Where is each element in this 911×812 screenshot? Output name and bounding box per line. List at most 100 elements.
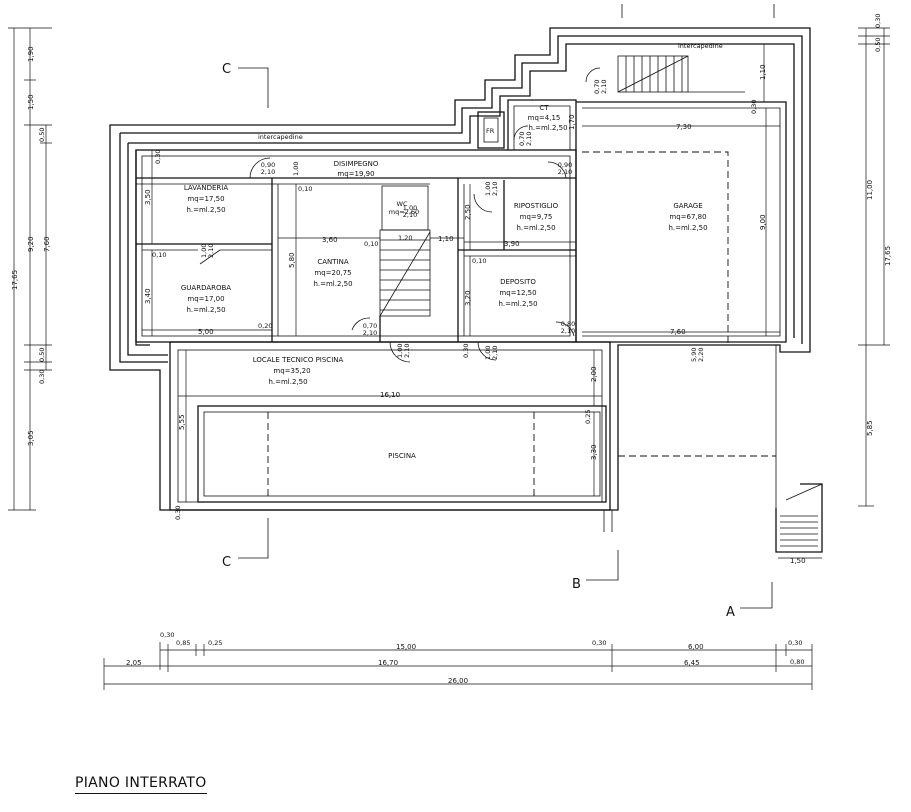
section-c-bottom: C xyxy=(222,555,231,570)
upper-stair xyxy=(617,55,745,93)
dim-label: 0,30 xyxy=(462,344,470,358)
dim-label: 2,00 xyxy=(590,366,598,382)
dim-label: 0,30 xyxy=(174,506,182,520)
dim-label: 3,90 xyxy=(504,240,520,248)
dim-label: 5,80 xyxy=(288,252,296,268)
dim-label: 3,05 xyxy=(27,430,35,446)
deposito-name: DEPOSITO xyxy=(500,278,536,286)
dim-label: 0,30 xyxy=(750,100,758,114)
dim-label: 1,20 xyxy=(398,234,412,242)
cantina-name: CANTINA xyxy=(317,258,348,266)
dim-label: 5,85 xyxy=(866,420,874,436)
door-label-w: 0,70 xyxy=(518,132,526,146)
ripostiglio-area: mq=9,75 xyxy=(520,213,553,221)
dim-label: 0,10 xyxy=(298,185,312,193)
dim-label: 0,50 xyxy=(38,128,46,142)
ct-name: CT xyxy=(539,104,549,112)
garage-area: mq=67,80 xyxy=(669,213,706,221)
dim-label: 0,10 xyxy=(472,257,486,265)
dim-label: 3,60 xyxy=(322,236,338,244)
dim-label: 2,05 xyxy=(126,659,142,667)
door-label-w: 0,70 xyxy=(363,322,377,330)
section-c-top: C xyxy=(222,62,231,77)
dim-label: 0,30 xyxy=(160,631,174,639)
door-label-w: 0,90 xyxy=(261,161,275,169)
deposito-height: h.=ml.2,50 xyxy=(498,300,537,308)
deposito-area: mq=12,50 xyxy=(499,289,536,297)
dim-label: 6,45 xyxy=(684,659,700,667)
dim-label: 0,85 xyxy=(176,639,190,647)
dim-label: 7,60 xyxy=(670,328,686,336)
fr-label: FR xyxy=(486,127,495,135)
dim-label: 5,90 xyxy=(690,348,698,362)
section-b: B xyxy=(572,577,581,592)
dim-label: 0,30 xyxy=(38,370,46,384)
dim-label: 17,65 xyxy=(884,246,892,266)
door-label-w: 0,70 xyxy=(593,80,601,94)
dim-label: 1,50 xyxy=(790,557,806,565)
dim-label: 7,60 xyxy=(43,236,51,252)
bottom-dimensions: 0,30 0,85 0,25 15,00 0,30 6,00 0,30 2,05… xyxy=(103,631,813,690)
garage-name: GARAGE xyxy=(673,202,702,210)
cantina-height: h.=ml.2,50 xyxy=(313,280,352,288)
interior-dimensions: 3,50 0,30 0,10 3,40 5,00 0,20 3,60 5,80 … xyxy=(142,44,822,565)
dim-label: 0,30 xyxy=(592,639,606,647)
locale-tecnico-area: mq=35,20 xyxy=(273,367,310,375)
dim-label: 1,10 xyxy=(759,64,767,80)
section-a: A xyxy=(726,605,735,620)
ct-height: h.=ml.2,50 xyxy=(528,124,567,132)
dim-label: 0,80 xyxy=(790,658,804,666)
wc-area: mq=2,60 xyxy=(389,208,419,216)
dim-label: 1,00 xyxy=(292,162,300,176)
right-dimensions: 0,30 0,50 11,00 17,65 5,85 xyxy=(858,14,892,507)
ct-area: mq=4,15 xyxy=(528,114,561,122)
intercapedine-top-label: intercapedine xyxy=(678,42,723,50)
dim-label: 5,55 xyxy=(178,414,186,430)
door-label-h: 2,10 xyxy=(403,344,411,358)
dim-label: 16,70 xyxy=(378,659,398,667)
door-label-h: 2,10 xyxy=(491,182,499,196)
lavanderia-height: h.=ml.2,50 xyxy=(186,206,225,214)
dim-label: 16,10 xyxy=(380,391,400,399)
door-label-h: 2,10 xyxy=(525,132,533,146)
guardaroba-name: GUARDAROBA xyxy=(181,284,231,292)
locale-tecnico-name: LOCALE TECNICO PISCINA xyxy=(253,356,344,364)
door-swings xyxy=(199,67,601,363)
dim-label: 17,65 xyxy=(11,270,19,290)
dim-label: 0,25 xyxy=(208,639,222,647)
door-label-h: 2,10 xyxy=(561,327,575,335)
dim-label: 0,25 xyxy=(584,410,592,424)
piscina-name: PISCINA xyxy=(388,452,416,460)
lavanderia-area: mq=17,50 xyxy=(187,195,224,203)
disimpegno-area: mq=19,90 xyxy=(337,170,374,178)
guardaroba-height: h.=ml.2,50 xyxy=(186,306,225,314)
intercapedine-left-label: intercapedine xyxy=(258,133,303,141)
dim-label: 3,30 xyxy=(590,444,598,460)
dim-label: 6,00 xyxy=(688,643,704,651)
dim-label: 15,00 xyxy=(396,643,416,651)
dim-label: 0,20 xyxy=(258,322,272,330)
left-dimensions: 1,90 1,50 0,50 9,20 7,60 17,65 0,50 0,30… xyxy=(8,27,52,511)
door-label-w: 1,00 xyxy=(484,346,492,360)
dim-label: 26,00 xyxy=(448,677,468,685)
garage-dashed-outline xyxy=(582,151,729,344)
dim-label: 2,20 xyxy=(697,348,705,362)
section-markers: C C B A xyxy=(222,4,775,620)
door-label-w: 1,00 xyxy=(484,182,492,196)
dim-label: 1,10 xyxy=(438,235,454,243)
dim-label: 0,30 xyxy=(874,14,882,28)
dim-label: 9,20 xyxy=(27,236,35,252)
door-label-w: 1,00 xyxy=(403,204,417,212)
dim-label: 0,10 xyxy=(364,240,378,248)
garage-height: h.=ml.2,50 xyxy=(668,224,707,232)
exterior-stair xyxy=(775,345,823,553)
door-label-w: 0,90 xyxy=(558,161,572,169)
dim-label: 5,00 xyxy=(198,328,214,336)
ripostiglio-height: h.=ml.2,50 xyxy=(516,224,555,232)
door-label-h: 2,10 xyxy=(600,80,608,94)
door-label-w: 1,00 xyxy=(396,344,404,358)
locale-tecnico-height: h.=ml.2,50 xyxy=(268,378,307,386)
door-label-h: 2,10 xyxy=(363,329,377,337)
dim-label: 1,70 xyxy=(568,114,576,130)
pool-area-walls xyxy=(169,341,776,532)
